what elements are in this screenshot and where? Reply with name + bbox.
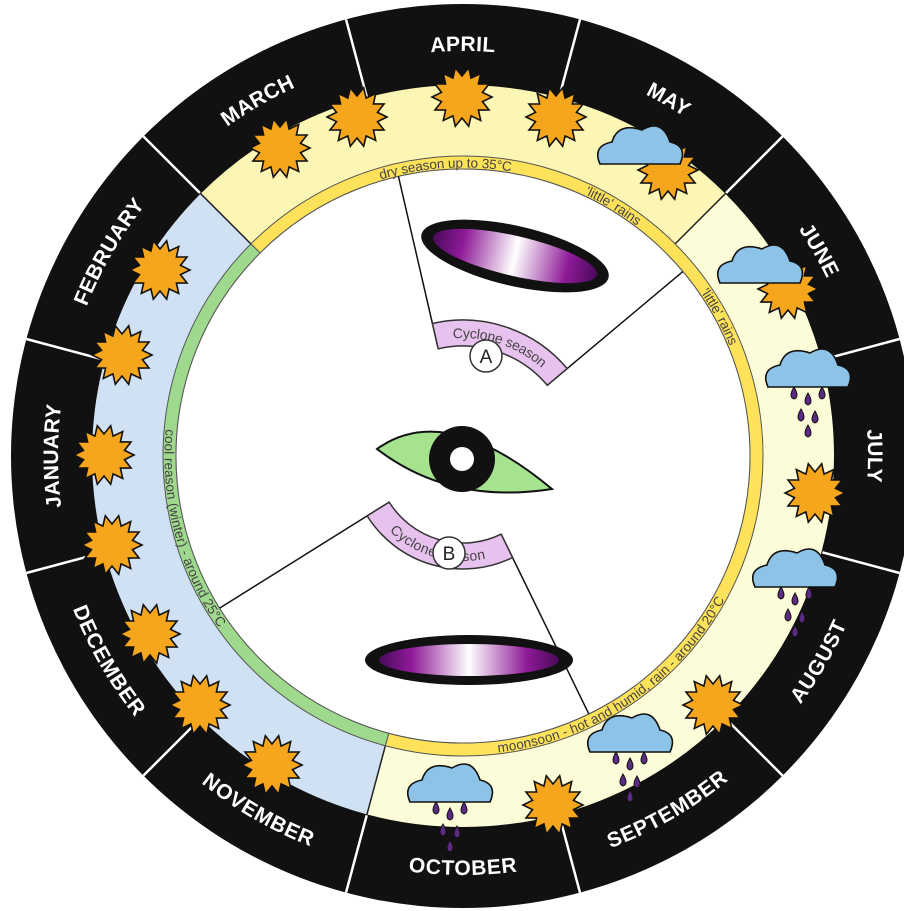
month-label-july: JULY: [862, 429, 886, 484]
marker-b-text: B: [443, 544, 456, 565]
month-label-october: OCTOBER: [408, 854, 519, 880]
svg-text:JANUARY: JANUARY: [40, 403, 66, 509]
month-label-april: APRIL: [430, 33, 497, 57]
marker-a-text: A: [480, 347, 493, 368]
svg-text:JULY: JULY: [862, 429, 886, 484]
eye-pupil: [450, 447, 474, 471]
ellipse-b-inner: [379, 644, 559, 676]
month-label-january: JANUARY: [40, 403, 66, 509]
svg-text:OCTOBER: OCTOBER: [408, 854, 519, 880]
svg-text:APRIL: APRIL: [430, 33, 497, 57]
